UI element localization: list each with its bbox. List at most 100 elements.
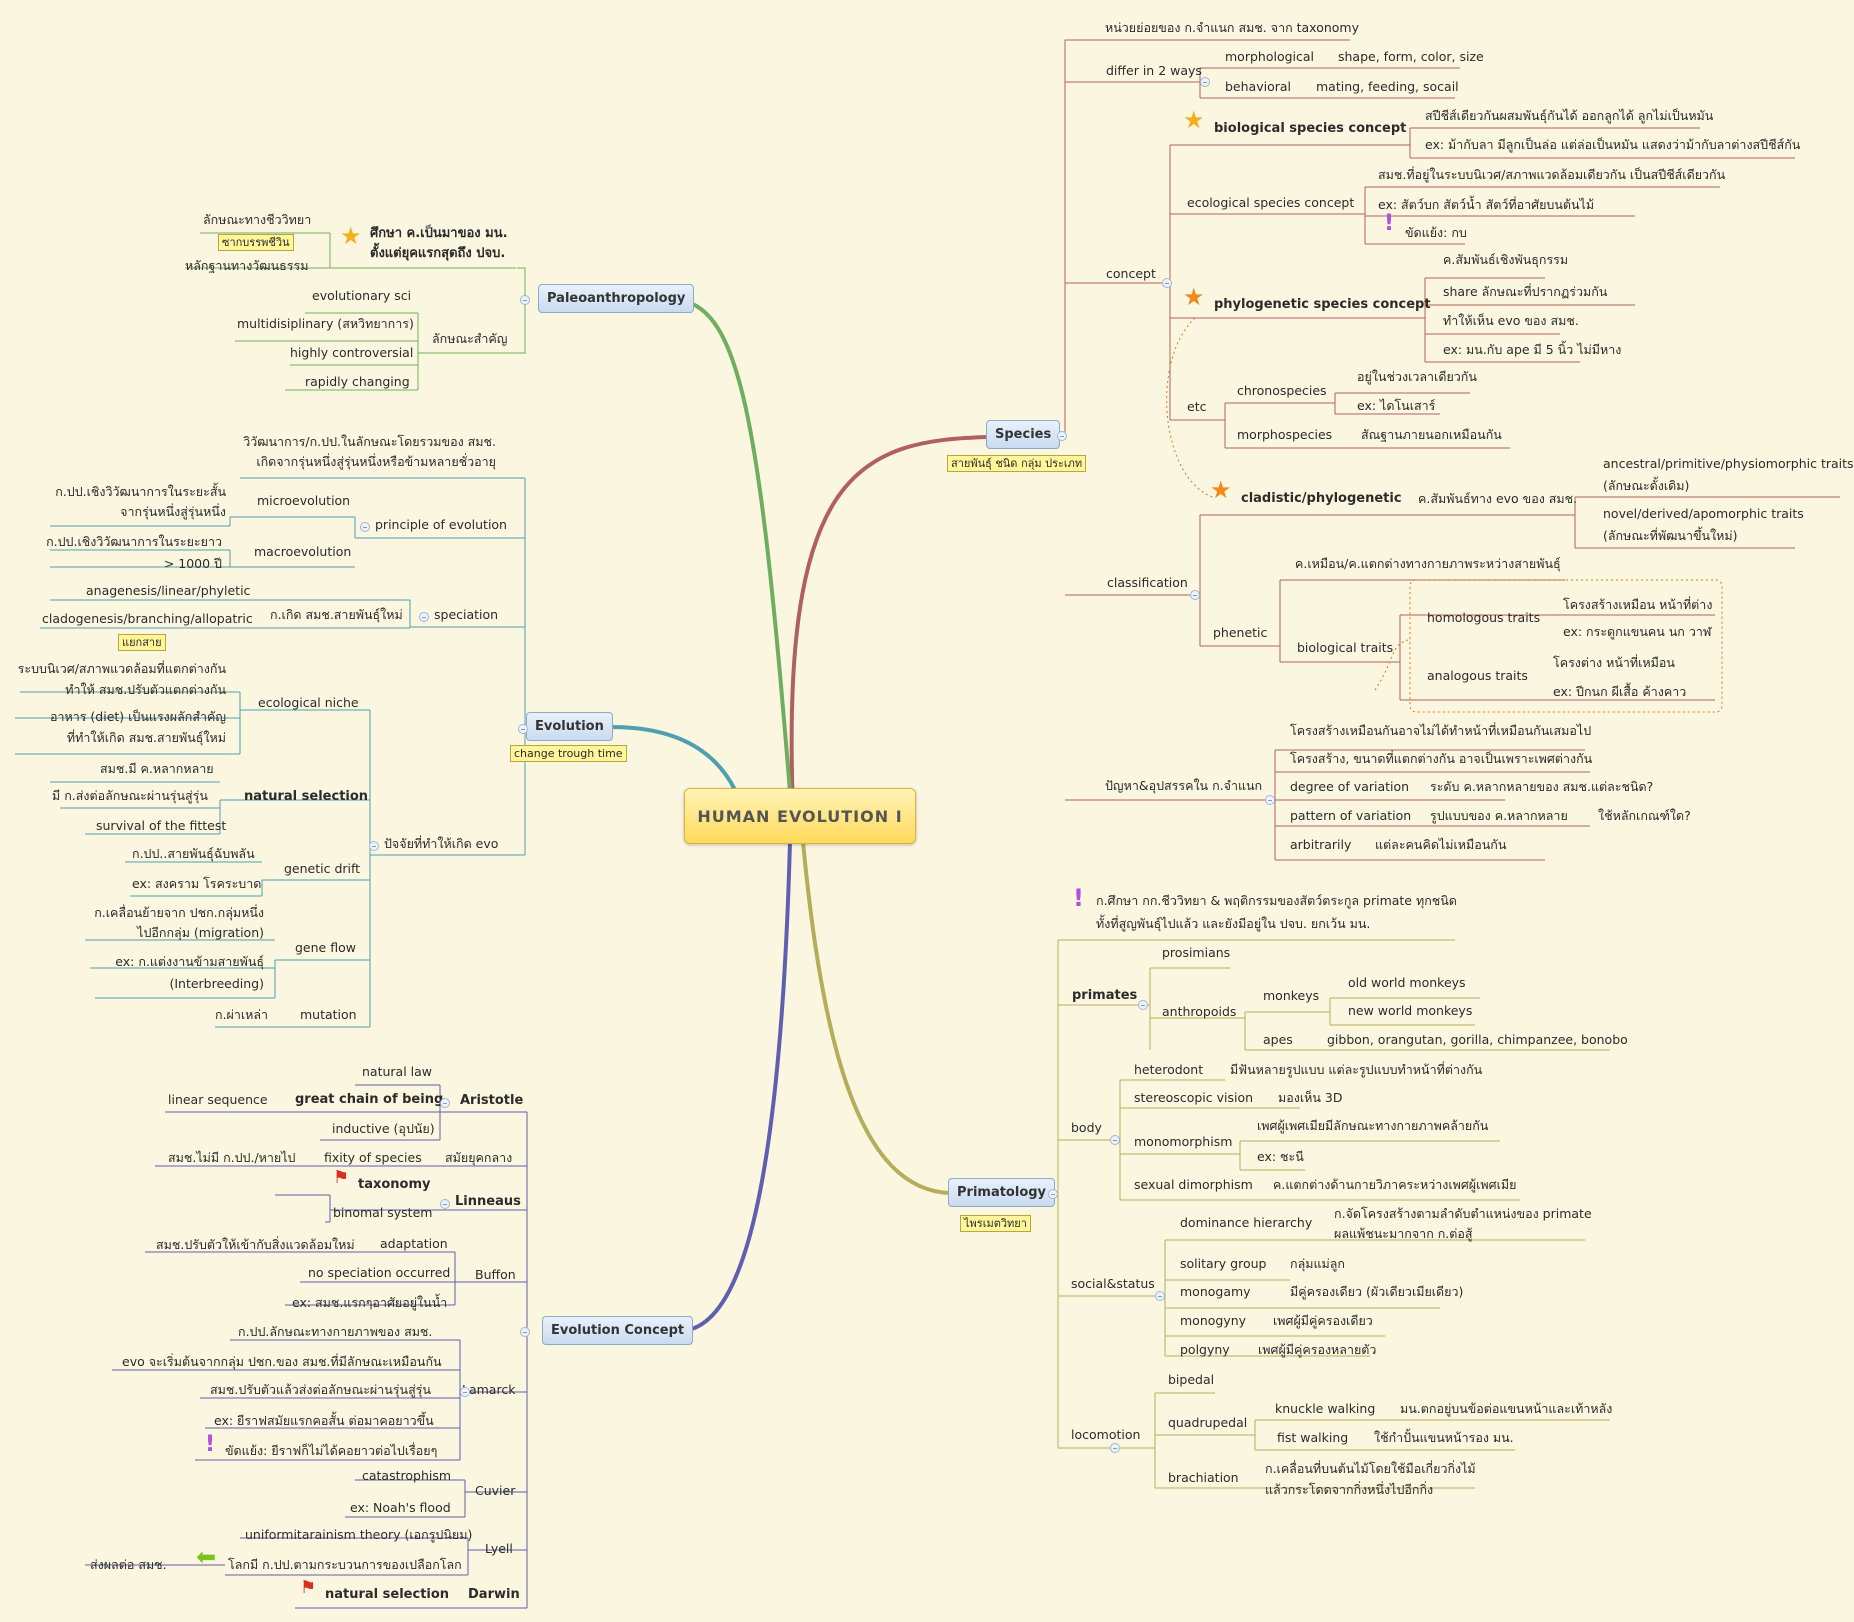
collapse-toggle[interactable] <box>1190 590 1200 600</box>
collapse-toggle[interactable] <box>1057 431 1067 441</box>
prim-dimorph-d: ค.แตกต่างด้านกายวิภาคระหว่างเพศผู้เพศเมี… <box>1273 1177 1517 1192</box>
prim-hetero-d: มีฟันหลายรูปแบบ แต่ละรูปแบบทำหน้าที่ต่าง… <box>1230 1062 1483 1077</box>
collapse-toggle[interactable] <box>520 1327 530 1337</box>
species-pattern: pattern of variation <box>1290 808 1412 823</box>
species-problems: ปัญหา&อุปสรรคใน ก.จำแนก <box>1105 778 1263 793</box>
concept-taxonomy: taxonomy <box>358 1177 431 1192</box>
concept-adaptation: adaptation <box>380 1236 448 1251</box>
collapse-toggle[interactable] <box>520 295 530 305</box>
concept-adaptation-d: สมช.ปรับตัวให้เข้ากับสิ่งแวดล้อมใหม่ <box>156 1237 355 1252</box>
topic-evolution[interactable]: Evolution <box>526 712 613 741</box>
species-psc: phylogenetic species concept <box>1214 297 1431 312</box>
prim-anthropoids: anthropoids <box>1162 1004 1237 1019</box>
prim-locomotion: locomotion <box>1071 1427 1141 1442</box>
prim-monkeys: monkeys <box>1263 988 1320 1003</box>
species-classification: classification <box>1107 575 1188 590</box>
paleo-features: ลักษณะสำคัญ <box>432 331 508 346</box>
species-degree-d: ระดับ ค.หลากหลายของ สมช.แต่ละชนิด? <box>1430 779 1654 794</box>
evo-flow-d3: ex: ก.แต่งงานข้ามสายพันธุ์ <box>115 954 264 969</box>
prim-dom-d1: ก.จัดโครงสร้างตามลำดับตำแหน่งของ primate <box>1334 1206 1592 1221</box>
collapse-toggle[interactable] <box>1162 278 1172 288</box>
topic-primatology[interactable]: Primatology <box>948 1178 1056 1207</box>
species-morpho: morphospecies <box>1237 427 1333 442</box>
collapse-toggle[interactable] <box>419 612 429 622</box>
evo-flow-d2: ไปอีกกลุ่ม (migration) <box>137 925 264 940</box>
collapse-toggle[interactable] <box>1048 1189 1058 1199</box>
evo-clado-label: แยกสาย <box>118 634 166 651</box>
prim-old-world: old world monkeys <box>1348 975 1466 990</box>
prim-polgyny-d: เพศผู้มีคู่ครองหลายตัว <box>1258 1342 1377 1357</box>
collapse-toggle[interactable] <box>440 1098 450 1108</box>
concept-lyell-d2: ส่งผลต่อ สมช. <box>90 1557 167 1572</box>
collapse-toggle[interactable] <box>1110 1135 1120 1145</box>
evo-eco-d2: ทำให้ สมช.ปรับตัวแตกต่างกัน <box>65 682 226 697</box>
collapse-toggle[interactable] <box>460 1387 470 1397</box>
concept-chain: great chain of being <box>295 1092 444 1107</box>
species-arbitrarily: arbitrarily <box>1290 837 1352 852</box>
species-chrono-d1: อยู่ในช่วงเวลาเดียวกัน <box>1357 369 1477 384</box>
topic-species[interactable]: Species <box>986 420 1061 449</box>
collapse-toggle[interactable] <box>1200 77 1210 87</box>
collapse-toggle[interactable] <box>1155 1291 1165 1301</box>
central-topic[interactable]: HUMAN EVOLUTION I <box>684 788 916 844</box>
collapse-toggle[interactable] <box>518 724 528 734</box>
prim-primates: primates <box>1072 988 1138 1003</box>
collapse-toggle[interactable] <box>369 841 379 851</box>
prim-dimorphism: sexual dimorphism <box>1134 1177 1253 1192</box>
evo-mutation: mutation <box>300 1007 357 1022</box>
evo-anagenesis: anagenesis/linear/phyletic <box>86 583 251 598</box>
concept-darwin: Darwin <box>468 1587 520 1602</box>
species-chrono: chronospecies <box>1237 383 1327 398</box>
species-ancestral: ancestral/primitive/physiomorphic traits <box>1603 456 1854 471</box>
species-sub-unit: หน่วยย่อยของ ก.จำแนก สมช. จาก taxonomy <box>1105 20 1359 35</box>
prim-brachiation: brachiation <box>1168 1470 1239 1485</box>
evo-drift-d2: ex: สงคราม โรคระบาด <box>132 876 262 891</box>
evo-speciation: speciation <box>434 607 499 622</box>
prim-solitary-d: กลุ่มแม่ลูก <box>1290 1256 1345 1271</box>
collapse-toggle[interactable] <box>1138 1000 1148 1010</box>
evo-ns-d2: มี ก.ส่งต่อลักษณะผ่านรุ่นสู่รุ่น <box>52 788 208 803</box>
topic-paleoanthropology[interactable]: Paleoanthropology <box>538 284 695 313</box>
collapse-toggle[interactable] <box>1110 1443 1120 1453</box>
species-psc-d1: ค.สัมพันธ์เชิงพันธุกรรม <box>1443 252 1569 267</box>
species-etc: etc <box>1187 399 1207 414</box>
collapse-toggle[interactable] <box>1265 795 1275 805</box>
species-homo-d2: ex: กระดูกแขนคน นก วาฬ <box>1563 624 1712 639</box>
prim-stereo-d: มองเห็น 3D <box>1278 1090 1343 1105</box>
prim-def-2: ทั้งที่สูญพันธุ์ไปแล้ว และยังมีอยู่ใน ปจ… <box>1096 916 1371 931</box>
prim-knuckle-d: มน.ตกอยู่บนข้อต่อแขนหน้าและเท้าหลัง <box>1400 1401 1613 1416</box>
species-chrono-d2: ex: ไดโนเสาร์ <box>1357 398 1436 413</box>
species-cladistic: cladistic/phylogenetic <box>1241 491 1402 506</box>
topic-evolution-concept[interactable]: Evolution Concept <box>542 1316 694 1345</box>
evo-drift-d1: ก.ปป..สายพันธุ์ฉับพลัน <box>132 846 255 861</box>
prim-def-1: ก.ศึกษา กก.ชีววิทยา & พฤติกรรมของสัตว์ตร… <box>1096 893 1457 908</box>
evo-macro-d1: ก.ปป.เชิงวิวัฒนาการในระยะยาว <box>46 534 222 549</box>
species-psc-d2: share ลักษณะที่ปรากฏร่วมกัน <box>1443 284 1608 299</box>
species-ancestral-2: (ลักษณะดั้งเดิม) <box>1603 478 1690 493</box>
concept-lam-4: ex: ยีราฟสมัยแรกคอสั้น ต่อมาคอยาวขึ้น <box>214 1413 434 1428</box>
concept-lyell-d: โลกมี ก.ปป.ตามกระบวนการของเปลือกโลก <box>228 1557 462 1572</box>
species-problem-2: โครงสร้าง, ขนาดที่แตกต่างกัน อาจเป็นเพรา… <box>1290 751 1593 766</box>
evo-def-1: วิวัฒนาการ/ก.ปป.ในลักษณะโดยรวมของ สมช. <box>243 434 496 449</box>
concept-catastrophism: catastrophism <box>362 1468 452 1483</box>
prim-mono-d2: ex: ชะนี <box>1257 1149 1304 1164</box>
evo-flow-d1: ก.เคลื่อนย้ายจาก ปชก.กลุ่มหนึ่ง <box>94 905 264 920</box>
evo-eco-d1: ระบบนิเวศ/สภาพแวดล้อมที่แตกต่างกัน <box>17 661 226 676</box>
paleo-study: ศึกษา ค.เป็นมาของ มน. <box>370 226 508 241</box>
species-behav-d: mating, feeding, socail <box>1316 79 1459 94</box>
concept-cuvier: Cuvier <box>475 1483 516 1498</box>
evo-genetic-drift: genetic drift <box>284 861 361 876</box>
evo-micro: microevolution <box>257 493 351 508</box>
flag-icon: ⚑ <box>333 1167 350 1188</box>
species-morph-d: shape, form, color, size <box>1338 49 1484 64</box>
prim-heterodont: heterodont <box>1134 1062 1204 1077</box>
collapse-toggle[interactable] <box>360 522 370 532</box>
evo-eco-d3: อาหาร (diet) เป็นแรงผลักสำคัญ <box>49 709 226 724</box>
collapse-toggle[interactable] <box>440 1199 450 1209</box>
primatology-label: ไพรเมตวิทยา <box>960 1215 1031 1232</box>
species-ana-d1: โครงต่าง หน้าที่เหมือน <box>1553 655 1675 670</box>
paleo-fossil-label: ซากบรรพชีวิน <box>218 234 294 251</box>
evo-ns-d3: survival of the fittest <box>96 818 227 833</box>
